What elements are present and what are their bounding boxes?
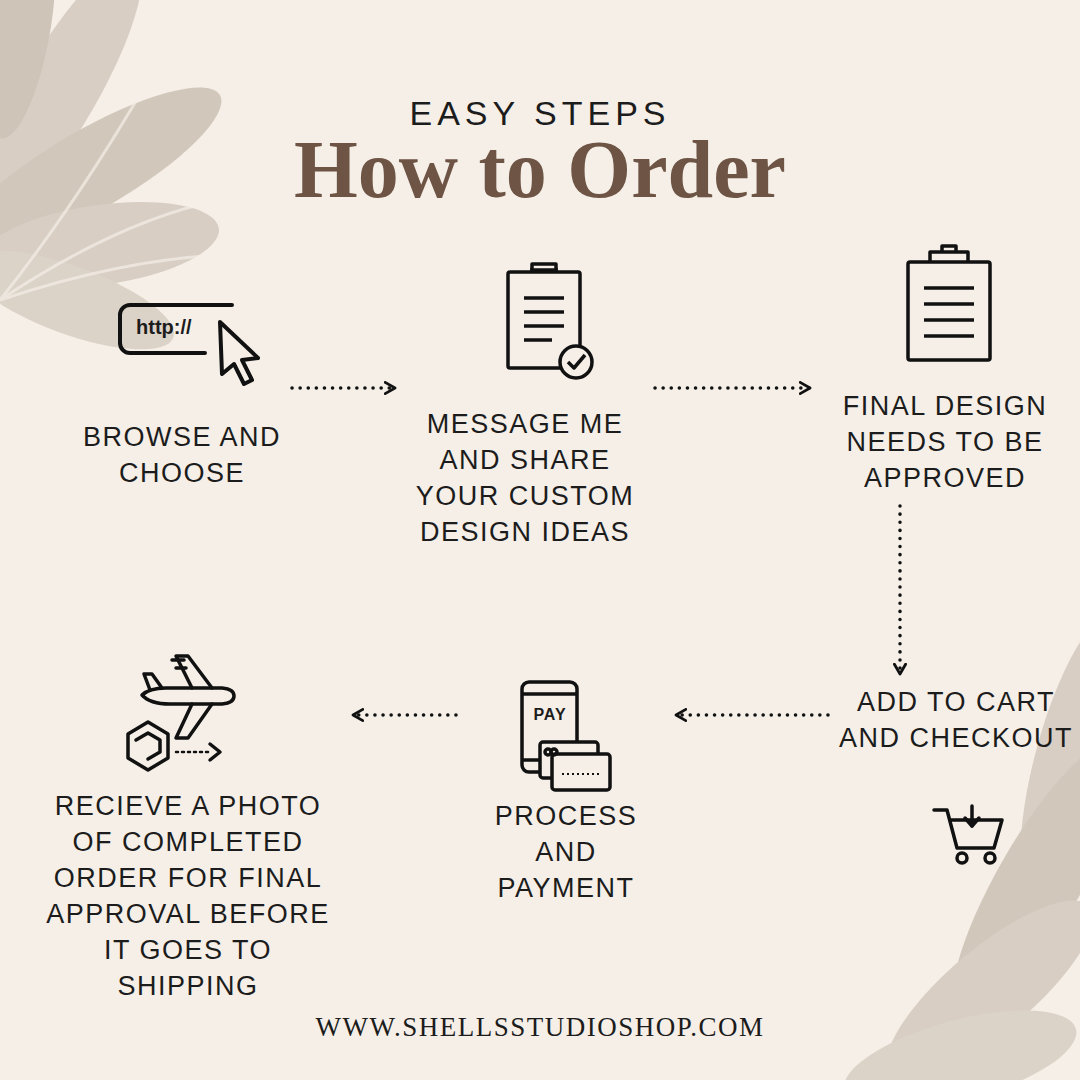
leaf-decoration	[834, 605, 1080, 1080]
clipboard-check-icon	[508, 264, 592, 378]
icon-stroke	[176, 666, 186, 670]
icon-stroke	[524, 296, 564, 300]
icon-stroke	[552, 754, 610, 790]
icon-stroke	[568, 355, 585, 368]
icon-stroke	[220, 322, 258, 384]
icon-stroke	[930, 252, 968, 262]
website-url: WWW.SHELLSSTUDIOSHOP.COM	[315, 1012, 764, 1043]
cart-icon	[934, 806, 1002, 863]
icon-stroke	[924, 334, 974, 338]
icon-stroke	[0, 255, 220, 300]
icon-stroke	[142, 688, 234, 704]
icon-stroke	[176, 751, 212, 754]
browser-icon	[120, 305, 258, 384]
icon-stroke	[524, 324, 564, 328]
icon-stroke	[144, 674, 162, 690]
icon-stroke	[934, 810, 1002, 848]
icon-stroke	[522, 692, 577, 696]
icon-stroke	[524, 310, 564, 314]
icon-stroke	[0, 200, 220, 300]
step-node: BROWSE AND CHOOSE	[82, 295, 282, 491]
icon-stroke	[942, 246, 956, 252]
subtitle: EASY STEPS	[409, 94, 670, 133]
shipping-icon	[128, 656, 234, 770]
step-label: FINAL DESIGN NEEDS TO BE APPROVED	[820, 388, 1070, 496]
icon-stroke	[0, 230, 185, 369]
icon-stroke	[210, 744, 220, 760]
icon-stroke	[136, 733, 160, 759]
step-node: RECIEVE A PHOTO OF COMPLETED ORDER FOR F…	[33, 650, 343, 1004]
phone-payment-icon	[522, 682, 610, 790]
step-node: MESSAGE ME AND SHARE YOUR CUSTOM DESIGN …	[405, 258, 645, 550]
dotted-arrow	[353, 713, 456, 717]
icon-stroke	[120, 305, 232, 353]
icon-stroke	[834, 990, 1080, 1080]
step-node: FINAL DESIGN NEEDS TO BE APPROVED	[820, 240, 1070, 496]
icon-stroke	[908, 262, 990, 360]
main-title: How to Order	[0, 122, 1080, 218]
pay-icon-text: PAY	[533, 706, 566, 724]
icon-stroke	[551, 749, 557, 755]
icon-stroke	[560, 346, 592, 378]
step-label: ADD TO CART AND CHECKOUT	[838, 684, 1074, 756]
icon-stroke	[924, 318, 974, 322]
icon-stroke	[128, 722, 168, 770]
icon-stroke	[0, 0, 69, 144]
step-label: RECIEVE A PHOTO OF COMPLETED ORDER FOR F…	[33, 788, 343, 1004]
icon-stroke	[924, 286, 974, 290]
step-node: ADD TO CART AND CHECKOUT	[838, 684, 1074, 836]
step-label: PROCESS AND PAYMENT	[466, 798, 666, 906]
icon-stroke	[985, 853, 995, 863]
step-node: PROCESS AND PAYMENT	[466, 676, 666, 906]
dotted-arrow	[292, 386, 395, 390]
dotted-arrow	[676, 713, 828, 717]
icon-stroke	[524, 338, 552, 342]
icon-stroke	[957, 853, 967, 863]
icon-stroke	[924, 302, 974, 306]
leaf-veins	[0, 60, 220, 300]
step-label: BROWSE AND CHOOSE	[82, 419, 282, 491]
dotted-arrow	[898, 506, 902, 674]
dotted-arrow	[655, 386, 810, 390]
url-icon-text: http://	[136, 316, 192, 339]
clipboard-icon	[908, 246, 990, 360]
icon-stroke	[176, 704, 212, 738]
leaf-decoration	[0, 0, 240, 370]
icon-stroke	[530, 268, 558, 272]
icon-stroke	[562, 773, 600, 775]
step-label: MESSAGE ME AND SHARE YOUR CUSTOM DESIGN …	[405, 406, 645, 550]
icon-stroke	[172, 658, 184, 662]
